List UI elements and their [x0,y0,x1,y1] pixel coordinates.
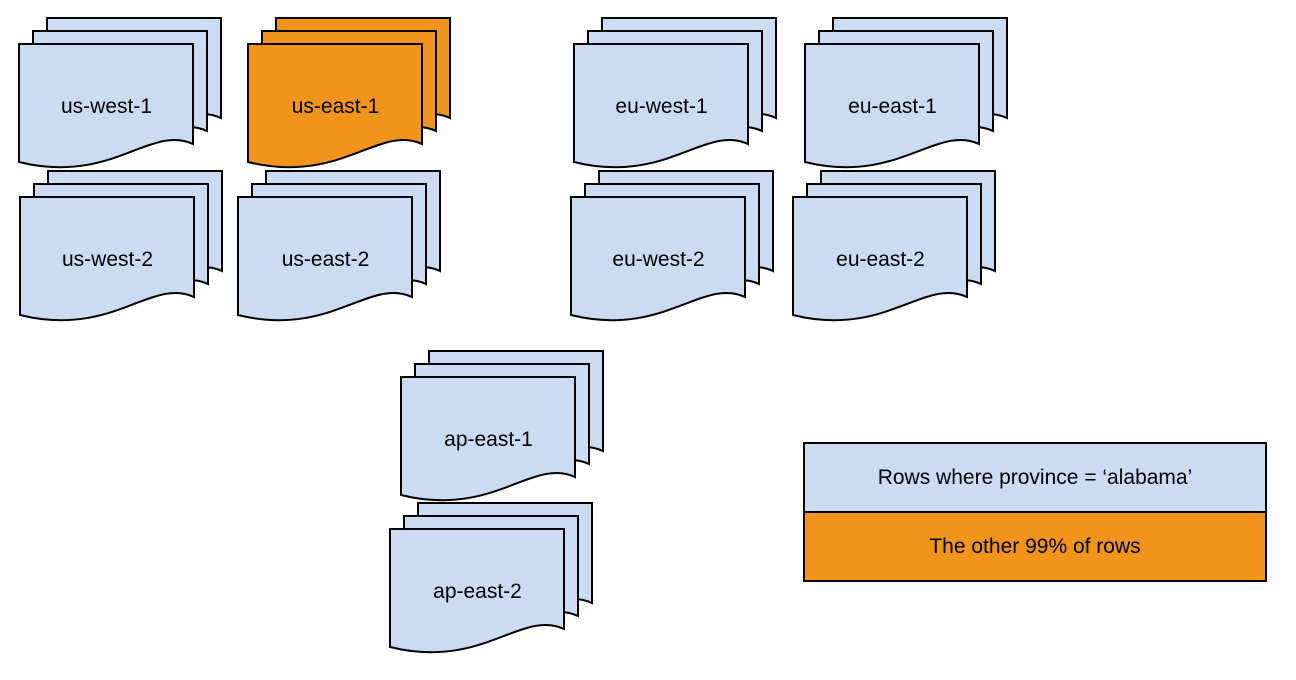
region-label: eu-west-1 [615,94,708,118]
region-label: us-east-1 [291,94,380,118]
region-label: us-west-2 [61,247,154,271]
legend-item-other-rows: The other 99% of rows [805,511,1265,580]
region-stack-eu-east-2: eu-east-2 [792,170,996,326]
region-label: eu-east-1 [848,94,937,118]
region-stack-ap-east-2: ap-east-2 [389,502,593,658]
region-stack-eu-west-1: eu-west-1 [573,17,777,173]
region-stack-us-east-2: us-east-2 [237,170,441,326]
region-stack-eu-east-1: eu-east-1 [804,17,1008,173]
region-stack-us-west-2: us-west-2 [19,170,223,326]
region-label: eu-west-2 [612,247,705,271]
legend-item-label: The other 99% of rows [929,534,1141,558]
region-stack-ap-east-1: ap-east-1 [400,350,604,506]
region-label: eu-east-2 [836,247,925,271]
region-label: us-east-2 [281,247,370,271]
region-label: ap-east-1 [444,427,533,451]
region-stack-us-east-1: us-east-1 [247,17,451,173]
legend: Rows where province = ‘alabama’ The othe… [803,442,1267,582]
region-label: us-west-1 [60,94,153,118]
region-label: ap-east-2 [433,579,522,603]
legend-item-label: Rows where province = ‘alabama’ [877,465,1193,489]
region-stack-us-west-1: us-west-1 [18,17,222,173]
region-stack-eu-west-2: eu-west-2 [570,170,774,326]
legend-item-alabama-rows: Rows where province = ‘alabama’ [805,444,1265,511]
